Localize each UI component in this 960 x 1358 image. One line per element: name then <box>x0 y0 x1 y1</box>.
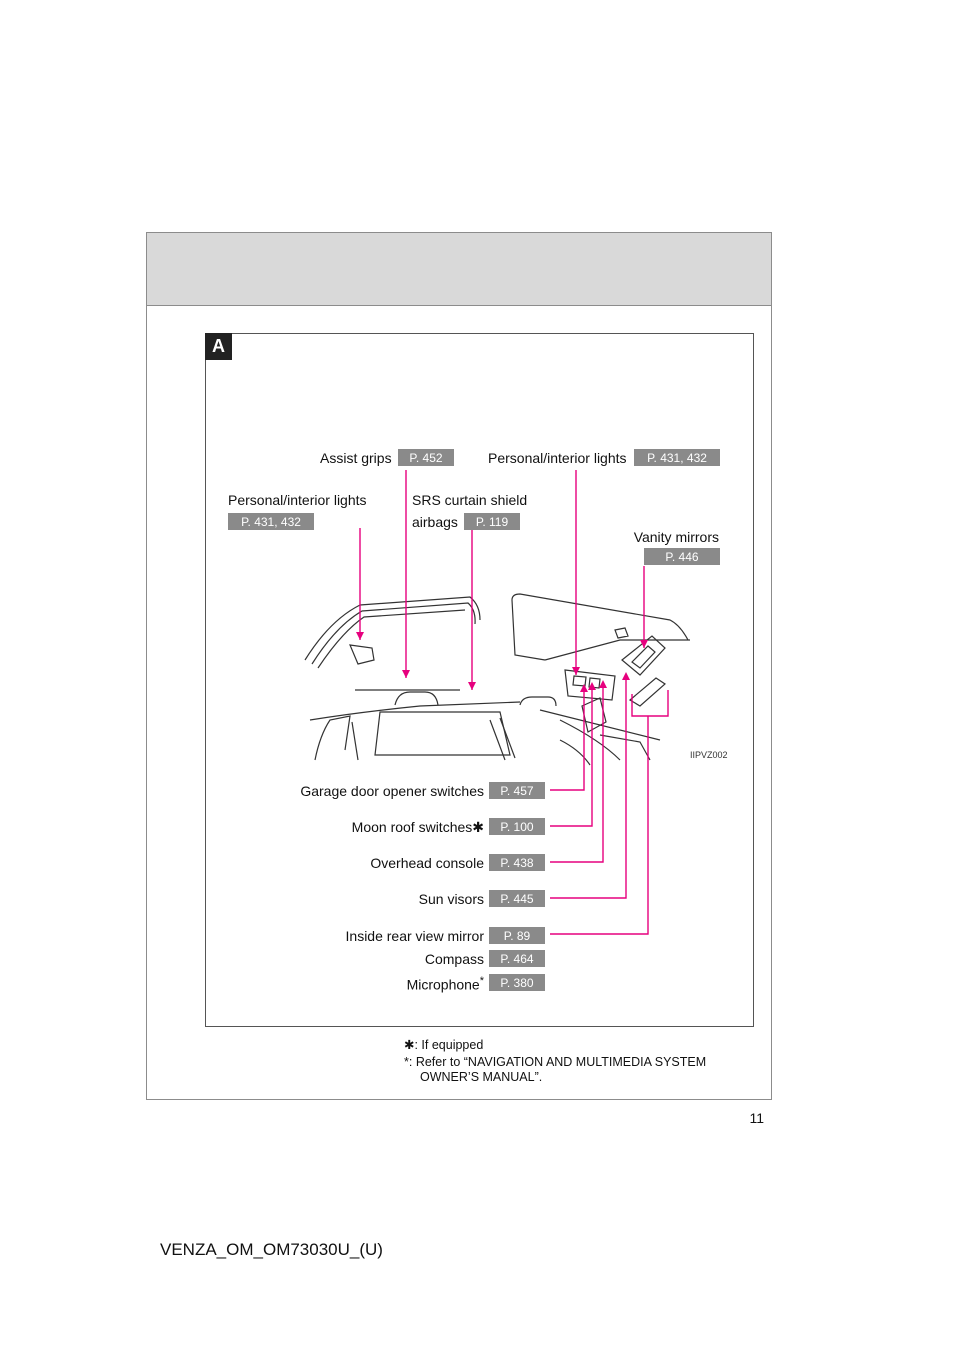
ref-assist-grips[interactable]: P. 452 <box>398 449 454 466</box>
note-equipped: ✱: If equipped <box>404 1038 483 1053</box>
ref-personal-lights-left[interactable]: P. 431, 432 <box>228 513 314 530</box>
label-overhead-console: Overhead console <box>370 855 484 871</box>
section-marker: A <box>205 333 232 360</box>
label-vanity-mirrors: Vanity mirrors <box>633 529 719 545</box>
note-reference: *: Refer to “NAVIGATION AND MULTIMEDIA S… <box>404 1055 706 1070</box>
ref-garage-door[interactable]: P. 457 <box>489 782 545 799</box>
note-equipped-text: : If equipped <box>414 1038 484 1052</box>
image-code: IIPVZ002 <box>690 750 728 760</box>
label-inside-mirror: Inside rear view mirror <box>345 928 484 944</box>
page-number: 11 <box>749 1110 764 1126</box>
label-microphone-text: Microphone <box>406 976 480 993</box>
note-reference-text-1: : Refer to “NAVIGATION AND MULTIMEDIA SY… <box>408 1055 707 1069</box>
overhead-console-drawing <box>564 669 616 701</box>
dome-light-drawing <box>349 644 375 665</box>
note-reference-symbol: * <box>404 1055 409 1069</box>
label-personal-lights-top: Personal/interior lights <box>488 450 627 466</box>
ref-inside-mirror[interactable]: P. 89 <box>489 927 545 944</box>
ref-srs[interactable]: P. 119 <box>464 513 520 530</box>
label-moon-roof: Moon roof switches✱ <box>352 819 484 836</box>
leader-arrowheads <box>356 632 648 692</box>
label-srs-line1: SRS curtain shield <box>412 492 528 508</box>
label-srs-line2: airbags <box>412 514 458 530</box>
note-equipped-symbol: ✱ <box>404 1038 415 1052</box>
assist-grip-drawing <box>394 691 439 706</box>
section-header-band <box>147 233 771 306</box>
ref-personal-lights-top[interactable]: P. 431, 432 <box>634 449 720 466</box>
ref-microphone[interactable]: P. 380 <box>489 974 545 991</box>
leader-lines <box>359 470 669 935</box>
sun-visor-drawing <box>581 697 607 733</box>
label-microphone: Microphone* <box>407 975 484 993</box>
label-garage-door: Garage door opener switches <box>300 783 484 799</box>
ref-compass[interactable]: P. 464 <box>489 950 545 967</box>
label-sun-visors: Sun visors <box>418 891 484 907</box>
ref-overhead-console[interactable]: P. 438 <box>489 854 545 871</box>
figure-box <box>205 333 754 1027</box>
equipped-mark: ✱ <box>472 819 484 835</box>
ref-sun-visors[interactable]: P. 445 <box>489 890 545 907</box>
ref-mark: * <box>479 975 484 987</box>
ref-vanity-mirrors[interactable]: P. 446 <box>644 548 720 565</box>
label-compass: Compass <box>424 951 484 967</box>
note-reference-line2: OWNER’S MANUAL”. <box>420 1070 543 1084</box>
page-frame <box>146 232 772 1100</box>
label-moon-roof-text: Moon roof switches <box>351 819 473 835</box>
label-assist-grips: Assist grips <box>320 450 392 466</box>
document-code: VENZA_OM_OM73030U_(U) <box>160 1240 383 1259</box>
label-personal-lights-left: Personal/interior lights <box>228 492 367 508</box>
ref-moon-roof[interactable]: P. 100 <box>489 818 545 835</box>
car-interior-drawing <box>304 593 690 766</box>
